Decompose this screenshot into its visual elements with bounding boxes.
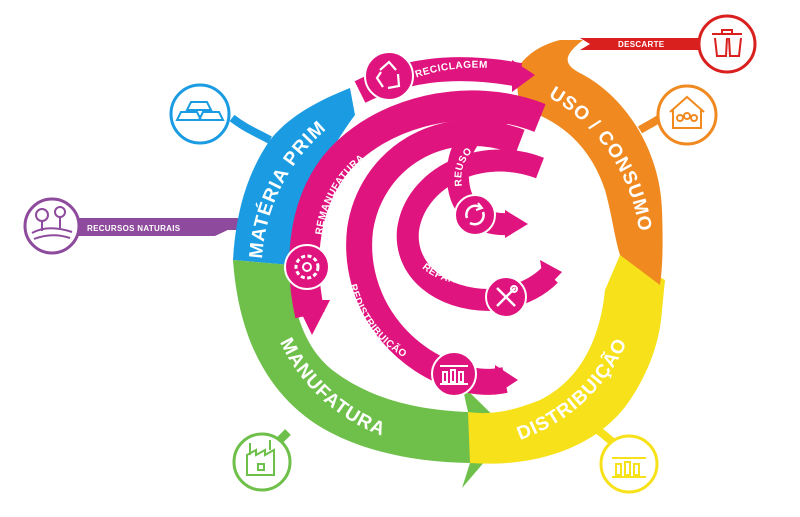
gold-bars-icon (175, 101, 225, 121)
descarte-callout: DESCARTE (580, 14, 757, 74)
recycle-icon (364, 51, 414, 101)
recursos-naturais-label: RECURSOS NATURAIS (87, 224, 181, 233)
distribuicao-callout (595, 426, 659, 494)
recursos-naturais-callout: RECURSOS NATURAIS (23, 197, 250, 255)
redistribuicao-loop (346, 119, 525, 395)
shelf-bottles-small-icon (431, 351, 477, 397)
materia-prima-callout (169, 83, 272, 145)
reuse-arrows-icon (454, 194, 496, 236)
manufatura-callout (232, 429, 292, 492)
trash-bins-icon (712, 29, 742, 57)
shelf-bottles-icon (612, 457, 646, 478)
materia-prima-segment (233, 88, 355, 265)
landscape-icon (31, 206, 73, 240)
uso-consumo-callout (637, 84, 718, 146)
manufatura-segment (233, 260, 510, 488)
house-family-icon (669, 95, 705, 129)
factory-icon (246, 440, 275, 476)
gear-icon (284, 244, 330, 290)
uso-consumo-segment (515, 40, 663, 285)
distribuicao-segment (468, 255, 665, 464)
tools-icon (485, 276, 527, 318)
descarte-label: DESCARTE (618, 40, 665, 49)
